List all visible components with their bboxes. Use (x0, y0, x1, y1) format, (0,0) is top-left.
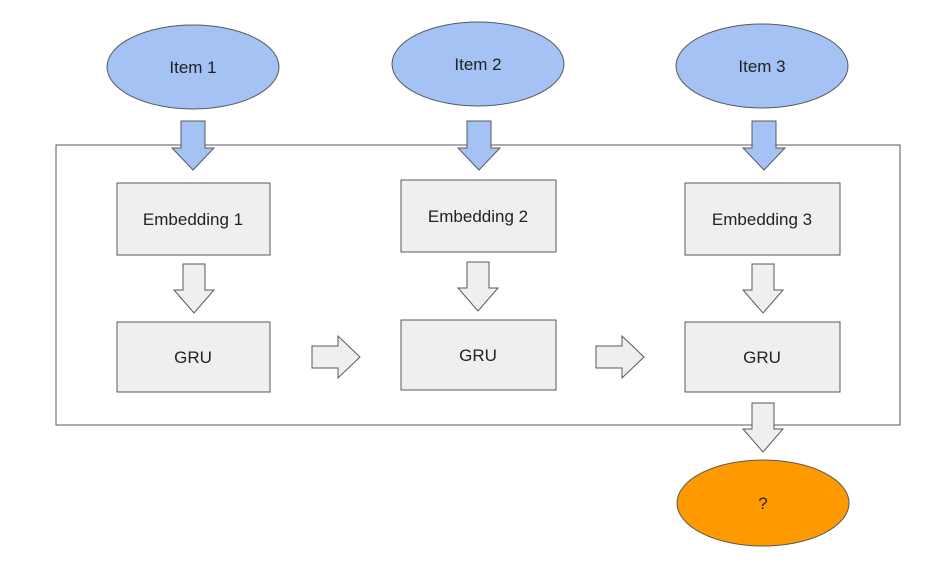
output-label: ? (758, 494, 767, 513)
output-arrow (741, 402, 785, 453)
item-node-1: Item 1 (106, 24, 280, 110)
gru-rect (116, 321, 271, 393)
embedding-box-3: Embedding 3 (684, 182, 841, 256)
output-ellipse (676, 459, 850, 547)
gru-rect (400, 319, 557, 391)
gru-to-gru-arrow-1 (311, 334, 361, 380)
gru-box-3: GRU (684, 321, 841, 393)
item-node-3: Item 3 (675, 23, 849, 109)
embedding-label: Embedding 1 (143, 210, 243, 229)
embed-to-gru-arrow-1 (172, 263, 216, 314)
embedding-rect (684, 182, 841, 256)
embedding-box-1: Embedding 1 (116, 182, 271, 256)
embedding-rect (116, 182, 271, 256)
embedding-label: Embedding 2 (428, 207, 528, 226)
gru-rect (684, 321, 841, 393)
gru-to-gru-arrow-2 (595, 334, 645, 380)
input-arrow-3 (741, 120, 787, 171)
gru-box-2: GRU (400, 319, 557, 391)
embedding-rect (400, 179, 557, 253)
input-arrow-2 (456, 120, 502, 171)
gru-box-1: GRU (116, 321, 271, 393)
embedding-label: Embedding 3 (712, 210, 812, 229)
item-node-2: Item 2 (391, 21, 565, 107)
gru-label: GRU (174, 348, 212, 367)
input-arrow-1 (170, 120, 216, 171)
item-label: Item 2 (454, 55, 501, 74)
gru-label: GRU (459, 346, 497, 365)
embed-to-gru-arrow-2 (456, 261, 500, 312)
embedding-box-2: Embedding 2 (400, 179, 557, 253)
gru-label: GRU (743, 348, 781, 367)
item-ellipse (106, 24, 280, 110)
embed-to-gru-arrow-3 (741, 263, 785, 314)
item-label: Item 3 (738, 57, 785, 76)
output-node: ? (676, 459, 850, 547)
item-ellipse (675, 23, 849, 109)
item-ellipse (391, 21, 565, 107)
item-label: Item 1 (169, 58, 216, 77)
